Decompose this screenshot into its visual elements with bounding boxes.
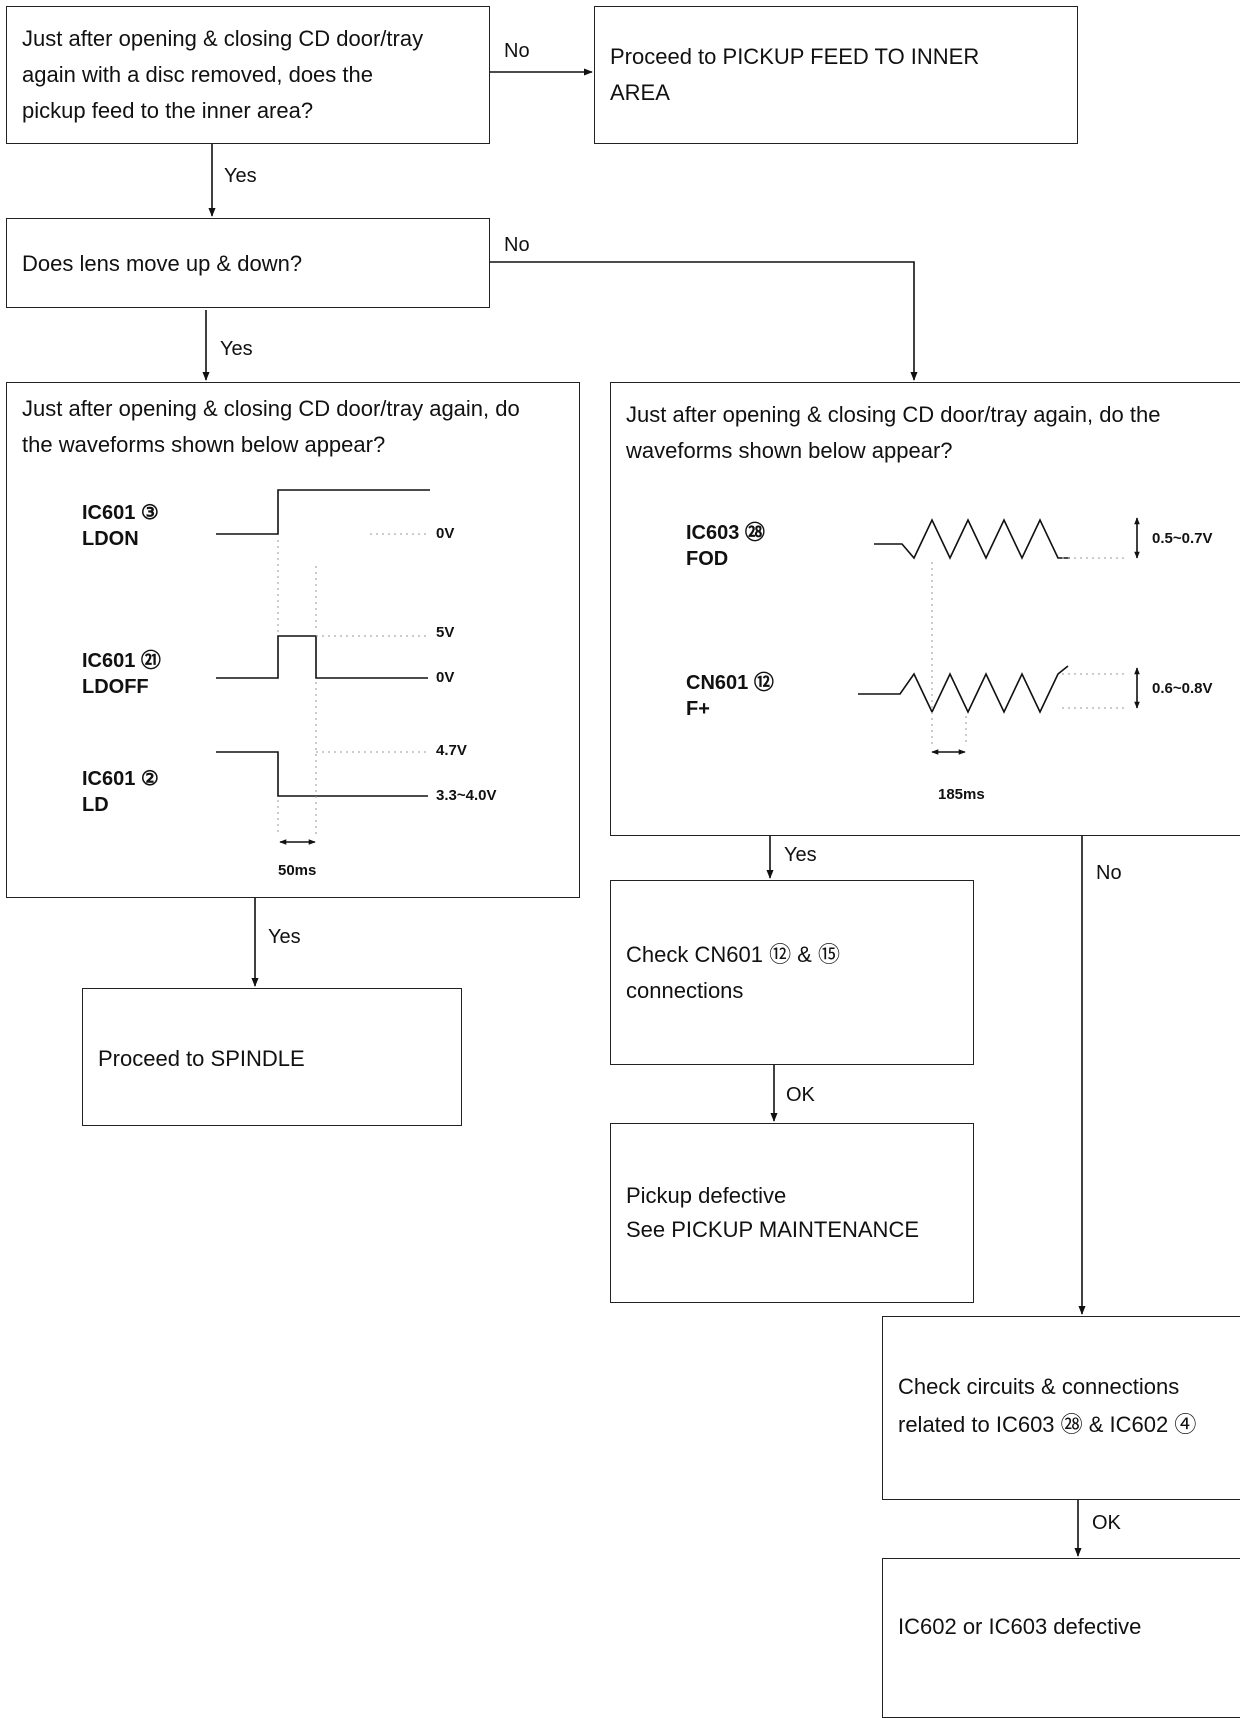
ldoff-label: LDOFF (82, 676, 149, 698)
result-pickup-feed-line-2: AREA (610, 80, 670, 105)
fod-pin: IC603 ㉘ (686, 522, 765, 544)
question-lens-move-box: Does lens move up & down? (6, 218, 490, 308)
q4-yes-label: Yes (784, 844, 817, 866)
ld-low: 3.3~4.0V (436, 787, 497, 804)
result-pickup-feed-line-1: Proceed to PICKUP FEED TO INNER (610, 44, 980, 69)
fplus-label: F+ (686, 698, 710, 720)
question-waveforms-right-box: Just after opening & closing CD door/tra… (610, 382, 1240, 836)
question-waveforms-left-box: Just after opening & closing CD door/tra… (6, 382, 580, 898)
q1-no-label: No (504, 40, 530, 62)
ldon-label: LDON (82, 528, 139, 550)
time-50ms-label: 50ms (278, 862, 317, 879)
result-spindle-box: Proceed to SPINDLE (82, 988, 462, 1126)
waveform-ld (216, 751, 428, 797)
check-circuits-line-1: Check circuits & connections (898, 1374, 1180, 1399)
question-pickup-feed-box: Just after opening & closing CD door/tra… (6, 6, 490, 144)
ld-pin: IC601 ② (82, 768, 159, 790)
q2-no-label: No (504, 234, 530, 256)
check-circuits-box: Check circuits & connections related to … (882, 1316, 1240, 1500)
question-waveforms-left-line-1: Just after opening & closing CD door/tra… (22, 396, 520, 421)
waveform-fplus (858, 665, 1069, 714)
left-waveforms (216, 489, 430, 845)
ldon-pin: IC601 ③ (82, 502, 159, 524)
pickup-defective-line-2: See PICKUP MAINTENANCE (626, 1217, 920, 1242)
fplus-pin: CN601 ⑫ (686, 672, 774, 694)
pickup-defective-box: Pickup defective See PICKUP MAINTENANCE (610, 1123, 974, 1303)
question-waveforms-left-line-2: the waveforms shown below appear? (22, 432, 386, 457)
ld-high: 4.7V (436, 742, 467, 759)
waveform-ldoff (216, 635, 428, 679)
ldon-level: 0V (436, 525, 455, 542)
ld-signal-name: IC601 ② LD (82, 766, 159, 818)
question-waveforms-right-line-1: Just after opening & closing CD door/tra… (626, 402, 1161, 427)
waveform-fod (874, 518, 1070, 560)
right-waveforms (858, 517, 1140, 755)
ldon-signal-name: IC601 ③ LDON (82, 500, 159, 552)
pickup-defective-line-1: Pickup defective (626, 1183, 787, 1208)
q4-no-label: No (1096, 862, 1122, 884)
result-pickup-feed-inner-box: Proceed to PICKUP FEED TO INNER AREA (594, 6, 1078, 144)
fplus-signal-name: CN601 ⑫ F+ (686, 670, 774, 722)
waveform-ldon (216, 489, 430, 535)
ld-label: LD (82, 794, 109, 816)
q2-yes-label: Yes (220, 338, 253, 360)
ldoff-high: 5V (436, 624, 455, 641)
check-cn601-line-2: connections (626, 978, 744, 1003)
result-spindle-text: Proceed to SPINDLE (98, 1046, 305, 1071)
ldoff-pin: IC601 ㉑ (82, 650, 161, 672)
fplus-amplitude: 0.6~0.8V (1152, 680, 1213, 697)
check-cn601-line-1: Check CN601 ⑫ & ⑮ (626, 942, 840, 967)
r5-ok-label: OK (1092, 1512, 1121, 1534)
question-pickup-feed-line-2: again with a disc removed, does the (22, 62, 373, 87)
arrow-q2-no (490, 261, 918, 381)
question-pickup-feed-line-3: pickup feed to the inner area? (22, 98, 314, 123)
q3-yes-label: Yes (268, 926, 301, 948)
fod-label: FOD (686, 548, 729, 570)
fod-amplitude: 0.5~0.7V (1152, 530, 1213, 547)
r3-ok-label: OK (786, 1084, 815, 1106)
ic-defective-text: IC602 or IC603 defective (898, 1614, 1142, 1639)
question-waveforms-right-line-2: waveforms shown below appear? (626, 438, 953, 463)
check-cn601-box: Check CN601 ⑫ & ⑮ connections (610, 880, 974, 1065)
fod-signal-name: IC603 ㉘ FOD (686, 520, 765, 572)
time-185ms-label: 185ms (938, 786, 985, 803)
question-lens-move-text: Does lens move up & down? (22, 251, 303, 276)
question-pickup-feed-line-1: Just after opening & closing CD door/tra… (22, 26, 424, 51)
q1-yes-label: Yes (224, 165, 257, 187)
check-circuits-line-2: related to IC603 ㉘ & IC602 ④ (898, 1412, 1197, 1437)
ldoff-signal-name: IC601 ㉑ LDOFF (82, 648, 161, 700)
ldoff-low: 0V (436, 669, 455, 686)
